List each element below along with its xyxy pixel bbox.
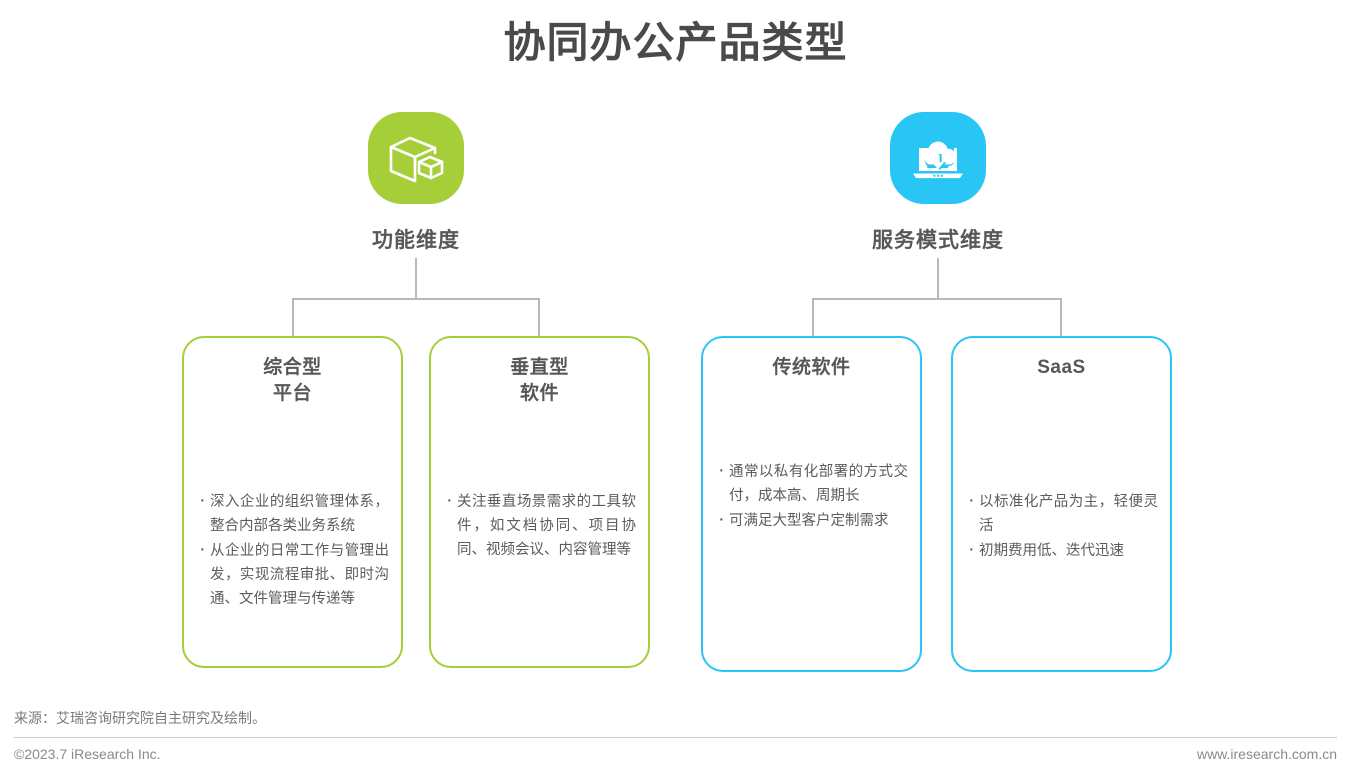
connector-left-bar: [292, 298, 540, 300]
card-title: SaaS: [1037, 357, 1086, 378]
connector-right-bar: [812, 298, 1062, 300]
card-vertical-software[interactable]: 垂直型 软件 关注垂直场景需求的工具软件，如文档协同、项目协同、视频会议、内容管…: [429, 336, 650, 668]
card-bullet-list: 以标准化产品为主，轻便灵活 初期费用低、迭代迅速: [967, 488, 1158, 564]
card-bullet-list: 深入企业的组织管理体系，整合内部各类业务系统 从企业的日常工作与管理出发，实现流…: [198, 488, 389, 612]
connector-left-drop-1: [292, 298, 294, 338]
list-item: 以标准化产品为主，轻便灵活: [967, 488, 1158, 538]
list-item: 初期费用低、迭代迅速: [967, 537, 1158, 563]
branch-label-functional: 功能维度: [372, 229, 460, 252]
page-title: 协同办公产品类型: [503, 19, 848, 66]
list-item: 关注垂直场景需求的工具软件，如文档协同、项目协同、视频会议、内容管理等: [445, 488, 636, 562]
list-item: 通常以私有化部署的方式交付，成本高、周期长: [717, 458, 908, 508]
source-note: 来源：艾瑞咨询研究院自主研究及绘制。: [14, 710, 266, 726]
website-url: www.iresearch.com.cn: [1196, 746, 1337, 762]
branch-head-functional: 功能维度: [306, 112, 526, 254]
connector-left-stem: [415, 258, 417, 300]
connector-right-drop-1: [812, 298, 814, 338]
list-item: 深入企业的组织管理体系，整合内部各类业务系统: [198, 488, 389, 538]
card-saas[interactable]: SaaS 以标准化产品为主，轻便灵活 初期费用低、迭代迅速: [951, 336, 1172, 672]
package-box-icon: [368, 112, 464, 204]
card-bullet-list: 通常以私有化部署的方式交付，成本高、周期长 可满足大型客户定制需求: [717, 458, 908, 534]
card-bullet-list: 关注垂直场景需求的工具软件，如文档协同、项目协同、视频会议、内容管理等: [445, 488, 636, 563]
footer-divider: [14, 737, 1337, 738]
branch-head-service-model: 服务模式维度: [828, 112, 1048, 254]
cloud-download-laptop-icon: [890, 112, 986, 204]
card-title: 传统软件: [772, 357, 851, 378]
card-title: 综合型 平台: [263, 357, 322, 404]
list-item: 可满足大型客户定制需求: [717, 507, 908, 533]
connector-left-drop-2: [538, 298, 540, 338]
list-item: 从企业的日常工作与管理出发，实现流程审批、即时沟通、文件管理与传递等: [198, 537, 389, 611]
connector-right-drop-2: [1060, 298, 1062, 338]
branch-label-service-model: 服务模式维度: [872, 229, 1004, 252]
copyright-text: ©2023.7 iResearch Inc.: [14, 746, 161, 762]
card-comprehensive-platform[interactable]: 综合型 平台 深入企业的组织管理体系，整合内部各类业务系统 从企业的日常工作与管…: [182, 336, 403, 668]
card-title: 垂直型 软件: [510, 357, 569, 404]
card-traditional-software[interactable]: 传统软件 通常以私有化部署的方式交付，成本高、周期长 可满足大型客户定制需求: [701, 336, 922, 672]
connector-right-stem: [937, 258, 939, 300]
